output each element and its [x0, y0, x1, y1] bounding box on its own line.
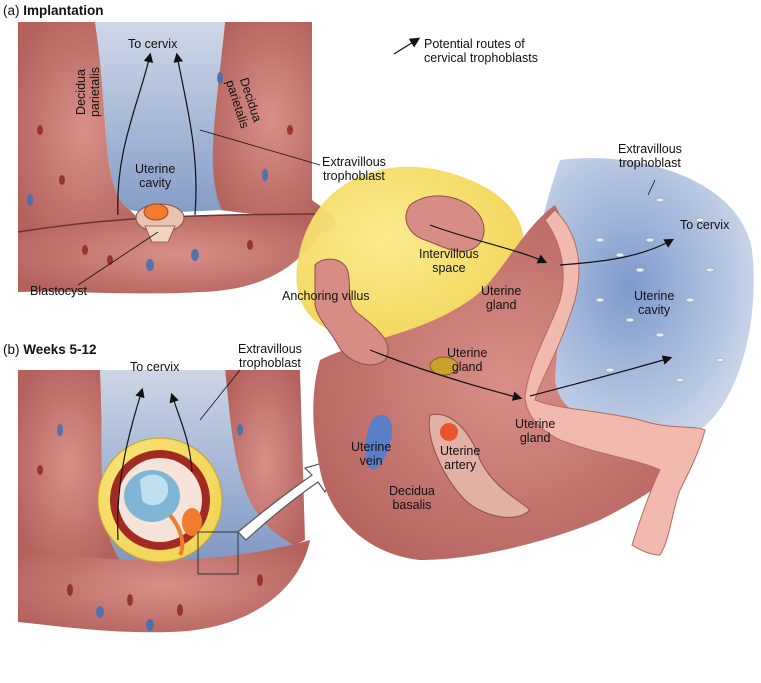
panel-a-artwork	[17, 22, 336, 294]
panel-b-artwork	[18, 369, 342, 633]
uterine-gland-mid-label: Uterine gland	[447, 346, 488, 374]
panel-a-extravillous-trophoblast-label: Extravillous trophoblast	[322, 155, 386, 183]
gestational-sac	[97, 437, 223, 563]
anchoring-villus-shape	[314, 258, 389, 366]
panel-a-uterine-cavity-label: Uterine cavity	[135, 162, 176, 190]
panel-b-heading: Weeks 5-12	[23, 342, 97, 357]
uterine-gland-top-label: Uterine gland	[481, 284, 522, 312]
detail-extravillous-trophoblast-label: Extravillous trophoblast	[618, 142, 682, 170]
panel-b-decidua-base	[18, 540, 310, 633]
panel-a-right-wall	[212, 22, 330, 217]
uterine-vein-label: Uterine vein	[351, 440, 392, 468]
panel-b-extravillous-trophoblast-label: Extravillous trophoblast	[238, 342, 302, 370]
uterine-gland-bottom-label: Uterine gland	[515, 417, 556, 445]
detail-artwork	[296, 158, 754, 560]
panel-a-to-cervix-label: To cervix	[128, 37, 178, 51]
panel-a-blastocyst-label: Blastocyst	[30, 284, 87, 298]
legend-text: Potential routes of cervical trophoblast…	[424, 37, 538, 65]
blastocyst-shape	[135, 203, 185, 243]
panel-a-uterine-cavity	[95, 22, 225, 213]
uterine-vein-shape	[365, 414, 392, 470]
anchoring-villus-label: Anchoring villus	[282, 289, 370, 303]
decidua-basalis-region	[313, 205, 700, 560]
panel-b-left-wall	[18, 370, 120, 560]
magnified-region-box	[197, 531, 239, 575]
uterine-artery-shape	[428, 413, 531, 518]
legend-arrow	[393, 37, 421, 55]
panel-a-heading: Implantation	[23, 3, 104, 18]
panel-b-title: (b) Weeks 5-12	[3, 342, 97, 358]
uterine-gland-duct	[524, 209, 706, 556]
uterine-artery-label: Uterine artery	[440, 444, 481, 472]
uterine-cavity-region	[528, 158, 754, 445]
decidua-basalis-label: Decidua basalis	[389, 484, 435, 512]
intervillous-space-label: Intervillous space	[419, 247, 479, 275]
villus-top-shape	[405, 195, 485, 252]
panel-b-to-cervix-label: To cervix	[130, 360, 180, 374]
panel-a-decidua-base	[18, 214, 336, 294]
detail-uterine-cavity-label: Uterine cavity	[634, 289, 675, 317]
detail-to-cervix-label: To cervix	[680, 218, 730, 232]
panel-b-letter: (b)	[3, 342, 20, 357]
panel-a-left-wall	[18, 22, 150, 240]
panel-a-letter: (a)	[3, 3, 20, 18]
uterine-gland-mid-shape	[429, 356, 459, 376]
panel-a-decidua-parietalis-left-label: Decidua parietalis	[74, 66, 102, 118]
panel-a-title: (a) Implantation	[3, 3, 104, 19]
